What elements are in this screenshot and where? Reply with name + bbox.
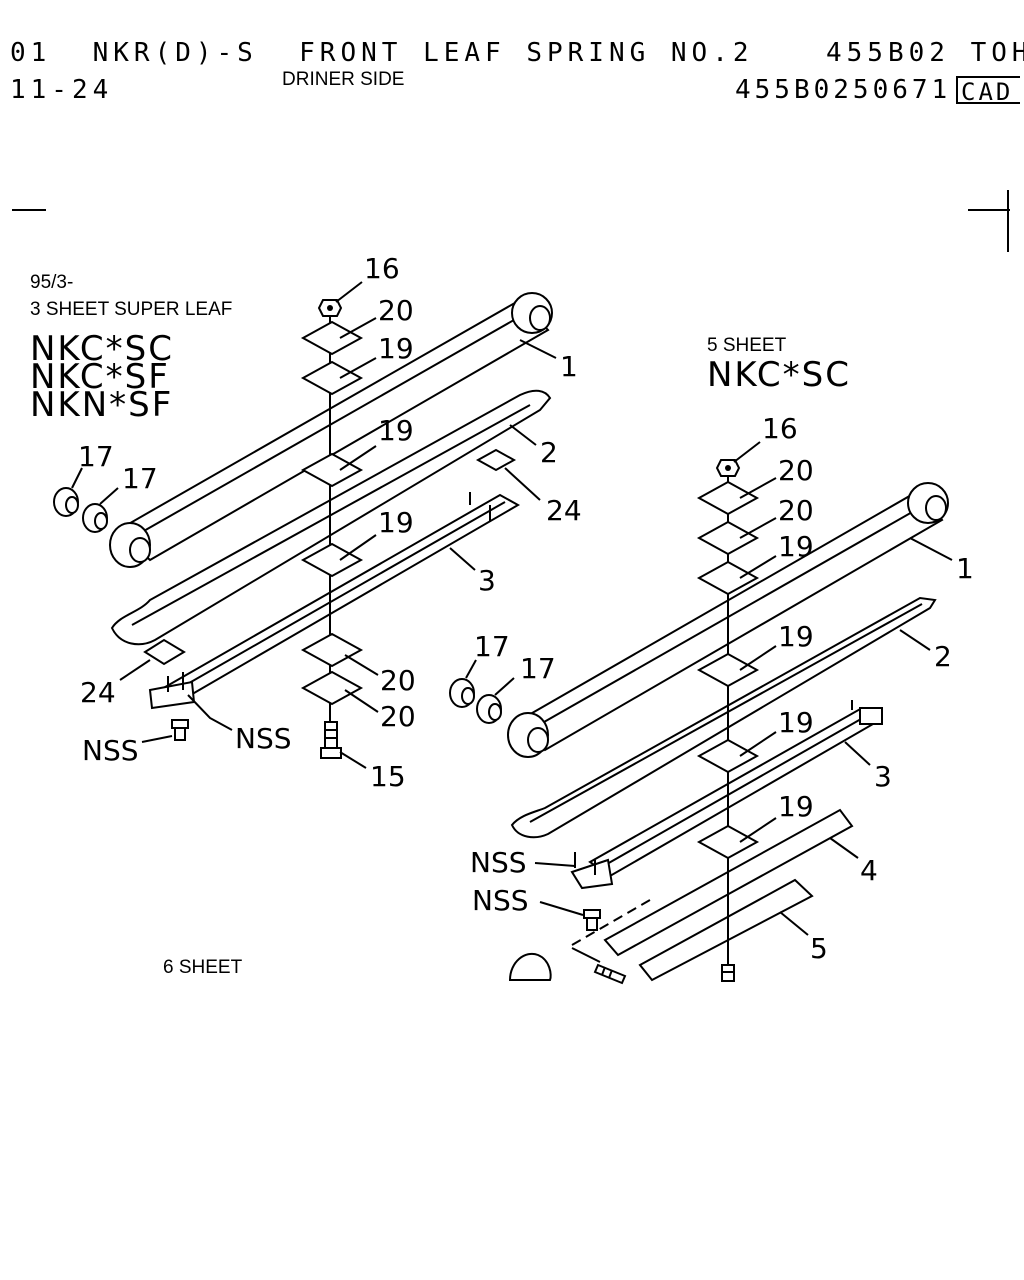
left-pad-20-top[interactable] — [300, 320, 364, 356]
callout-right-16: 16 — [762, 412, 798, 445]
left-pad-19-top[interactable] — [300, 360, 364, 396]
right-assembly — [449, 459, 949, 985]
callout-right-1: 1 — [956, 552, 974, 585]
right-leaf-3[interactable] — [570, 700, 883, 890]
drawing-title: 01 NKR(D)-S FRONT LEAF SPRING NO.2 — [10, 38, 754, 68]
callout-left-19b: 19 — [378, 414, 414, 447]
left-date-note: 95/3- — [30, 272, 74, 293]
callouts-left: 16 20 19 1 19 2 17 17 24 19 3 24 20 20 N… — [78, 252, 582, 793]
left-pad-24-right[interactable] — [475, 448, 517, 472]
callout-right-2: 2 — [934, 640, 952, 673]
callout-left-3: 3 — [478, 564, 496, 597]
left-model-2: NKC*SF — [30, 357, 170, 397]
callout-right-5: 5 — [810, 932, 828, 965]
left-bolt-15[interactable] — [320, 721, 342, 759]
side-note: DRINER SIDE — [282, 69, 405, 90]
left-pad-19-mid[interactable] — [300, 452, 364, 488]
callout-right-17b: 17 — [520, 652, 556, 685]
left-model-1: NKC*SC — [30, 329, 174, 369]
right-pad-20-b[interactable] — [696, 520, 760, 556]
right-leaf-2[interactable] — [510, 596, 937, 839]
drawing-page: 11-24 — [10, 75, 114, 105]
right-bottom-bolt[interactable] — [721, 964, 735, 982]
callout-left-17a: 17 — [78, 440, 114, 473]
right-dashed-leader-2 — [571, 947, 601, 963]
callout-left-nss-a: NSS — [82, 734, 139, 767]
registration-marks — [12, 190, 1010, 252]
right-pad-20-a[interactable] — [696, 480, 760, 516]
right-pad-19-b[interactable] — [696, 652, 760, 688]
drawing-code: 455B02 TOH — [826, 38, 1024, 68]
right-bushings[interactable] — [449, 678, 502, 724]
right-pad-19-a[interactable] — [696, 560, 760, 596]
callout-right-19d: 19 — [778, 790, 814, 823]
bottom-partial-bushing[interactable] — [508, 952, 552, 981]
callout-left-17b: 17 — [122, 462, 158, 495]
callout-right-nss-a: NSS — [470, 846, 527, 879]
left-assembly — [53, 292, 553, 759]
left-pad-19-low[interactable] — [300, 542, 364, 578]
callout-left-16: 16 — [364, 252, 400, 285]
callout-right-nss-b: NSS — [472, 884, 529, 917]
right-leaf-1[interactable] — [507, 482, 949, 758]
callout-left-19a: 19 — [378, 332, 414, 365]
callout-left-15: 15 — [370, 760, 406, 793]
callout-right-4: 4 — [860, 854, 878, 887]
callout-right-20a: 20 — [778, 454, 814, 487]
right-leaf-5[interactable] — [638, 878, 814, 982]
callout-left-20b: 20 — [380, 664, 416, 697]
callout-right-19b: 19 — [778, 620, 814, 653]
right-pad-19-c[interactable] — [696, 738, 760, 774]
right-nss-bolt[interactable] — [583, 909, 601, 931]
callout-right-3: 3 — [874, 760, 892, 793]
leader-lines — [71, 281, 953, 936]
left-title-note: 3 SHEET SUPER LEAF — [30, 299, 233, 320]
callout-right-20b: 20 — [778, 494, 814, 527]
callout-left-20c: 20 — [380, 700, 416, 733]
callouts-right: 16 20 20 19 1 19 2 17 17 19 3 19 4 NSS N… — [470, 412, 974, 965]
left-pad-20-bot2[interactable] — [300, 670, 364, 706]
left-leaf-3[interactable] — [148, 492, 521, 710]
callout-left-24b: 24 — [80, 676, 116, 709]
left-model-3: NKN*SF — [30, 385, 174, 425]
right-nut[interactable] — [715, 459, 741, 477]
callout-left-1: 1 — [560, 350, 578, 383]
left-pad-24-left[interactable] — [143, 638, 186, 666]
callout-right-17a: 17 — [474, 630, 510, 663]
callout-left-2: 2 — [540, 436, 558, 469]
left-nut[interactable] — [317, 299, 343, 317]
callout-left-20: 20 — [378, 294, 414, 327]
right-pad-19-d[interactable] — [696, 824, 760, 860]
callout-left-nss-b: NSS — [235, 722, 292, 755]
left-leaf-1[interactable] — [109, 292, 553, 568]
left-nss-bolt[interactable] — [171, 719, 189, 741]
left-pad-20-bot1[interactable] — [300, 632, 364, 668]
right-model: NKC*SC — [707, 355, 851, 395]
bottom-title-note: 6 SHEET — [163, 957, 243, 978]
callout-right-19c: 19 — [778, 706, 814, 739]
callout-right-19a: 19 — [778, 530, 814, 563]
part-reference: 455B0250671 — [735, 75, 952, 105]
cad-box[interactable]: CAD — [956, 76, 1020, 104]
left-bushings[interactable] — [53, 487, 108, 533]
callout-left-19c: 19 — [378, 506, 414, 539]
right-bottom-screw[interactable] — [593, 963, 627, 985]
callout-left-24a: 24 — [546, 494, 582, 527]
right-title-note: 5 SHEET — [707, 335, 787, 356]
